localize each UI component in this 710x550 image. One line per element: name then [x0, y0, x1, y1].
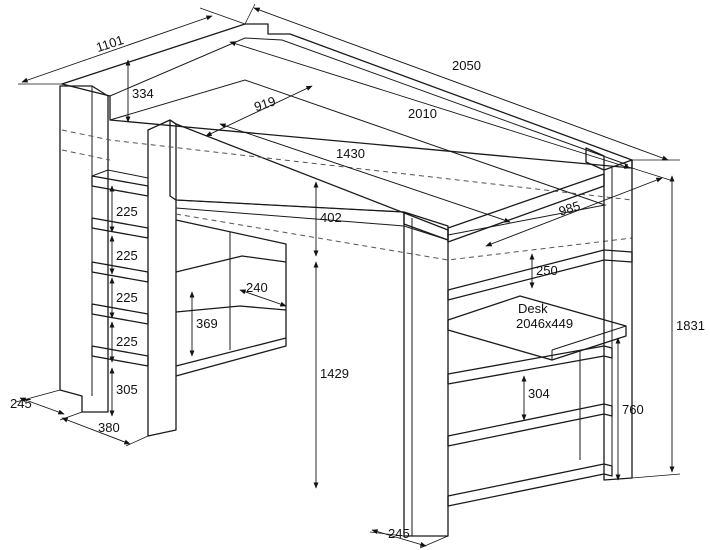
middle-shelf-unit: [175, 219, 287, 377]
desk-surface: [447, 295, 627, 361]
label-240: 240: [246, 280, 268, 295]
left-back-post: [147, 119, 177, 437]
label-ladder-245: 245: [10, 396, 32, 411]
label-225-c: 225: [116, 290, 138, 305]
label-ladder-380: 380: [98, 420, 120, 435]
label-402: 402: [320, 210, 342, 225]
label-225-b: 225: [116, 248, 138, 263]
label-1831: 1831: [676, 318, 705, 333]
left-front-post: [59, 85, 109, 413]
right-shelves: [447, 249, 633, 507]
label-1429: 1429: [320, 366, 349, 381]
label-985: 985: [557, 198, 582, 219]
label-1430: 1430: [336, 146, 365, 161]
right-front-post: [403, 211, 449, 537]
label-2010: 2010: [408, 106, 437, 121]
dimensions: [15, 3, 681, 549]
left-shelves: [91, 169, 149, 367]
label-304: 304: [528, 386, 550, 401]
label-desk-size: 2046x449: [516, 316, 573, 331]
label-desk-title: Desk: [518, 301, 548, 316]
label-919: 919: [252, 93, 277, 114]
label-225-d: 225: [116, 334, 138, 349]
label-2050: 2050: [452, 58, 481, 73]
dimension-labels: 1101 2050 2010 334 919 1430 985 402 225 …: [10, 32, 705, 541]
label-334: 334: [132, 86, 154, 101]
label-250: 250: [536, 263, 558, 278]
label-225-a: 225: [116, 204, 138, 219]
label-post-245: 245: [388, 526, 410, 541]
back-guard-inner-edge: [109, 37, 629, 166]
label-369: 369: [196, 316, 218, 331]
label-305: 305: [116, 382, 138, 397]
label-760: 760: [622, 402, 644, 417]
